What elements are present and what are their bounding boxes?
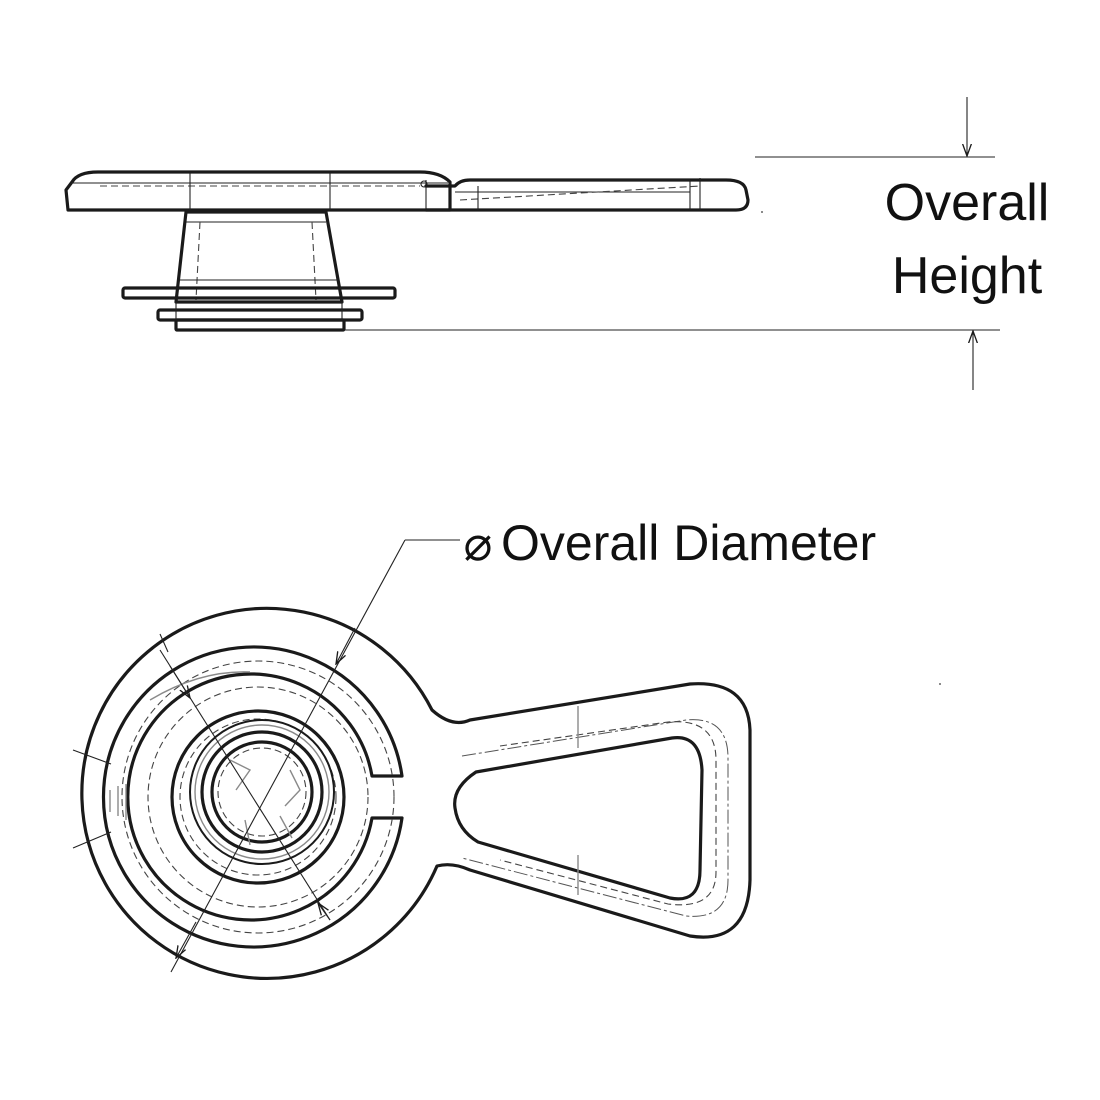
side-base (174, 318, 346, 332)
molded-markings (109, 671, 301, 846)
top-outer-outline (80, 606, 752, 980)
top-hub-ring-outer (170, 709, 346, 885)
side-washer-upper (121, 286, 397, 300)
side-plate-tab (424, 178, 750, 212)
diameter-label: Overall Diameter (501, 515, 876, 571)
height-label-line2: Height (892, 247, 1043, 305)
height-label-line1: Overall (885, 174, 1050, 232)
diameter-dimension: ⌀ Overall Diameter (159, 515, 876, 973)
top-hub-ring-inner (200, 730, 324, 854)
diameter-symbol: ⌀ (464, 518, 493, 571)
top-view (72, 606, 752, 980)
top-tab-slot (453, 736, 704, 901)
top-bore (210, 740, 314, 844)
side-view (64, 170, 750, 332)
side-plate-left (64, 170, 452, 212)
top-hub-ring-mid (189, 719, 335, 865)
height-dimension: Overall Height (345, 97, 1049, 390)
